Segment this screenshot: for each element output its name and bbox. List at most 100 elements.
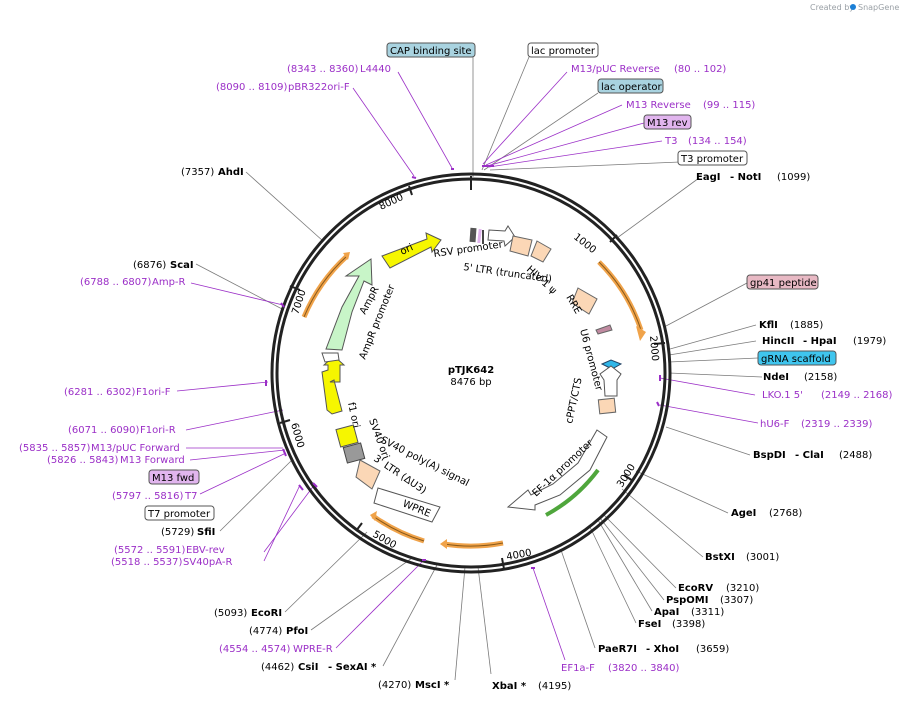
enzyme-xhoi-name: - XhoI [646,644,679,655]
enzyme-bstxi-name: BstXI [705,552,735,563]
primer-lines [176,71,759,661]
primer-t7-range: (5797 .. 5816) [112,491,184,502]
label-m13-rev: M13 rev [647,118,688,129]
primer-m13-forward-name: M13 Forward [120,455,185,466]
plasmid-size: 8476 bp [450,377,491,388]
green-orf-arc [545,468,600,517]
enzyme-xbai-pos: (4195) [538,681,571,692]
primer-f1ori-r-range: (6071 .. 6090) [68,425,140,436]
enzyme-bspdi-name: BspDI [753,450,786,461]
primer-pbr322ori-f-range: (8090 .. 8109) [216,82,288,93]
enzyme-pfoi-pos: (4774) [249,626,282,637]
enzyme-bstxi-pos: (3001) [746,552,779,563]
boxed-labels: CAP binding site lac promoter lac operat… [144,42,837,521]
enzyme-bspdi-pos: (2488) [839,450,872,461]
primer-m13-puc-reverse-name: M13/pUC Reverse [571,64,660,75]
enzyme-hincii-name: HincII [762,336,794,347]
enzyme-agei-name: AgeI [731,508,756,519]
enzyme-sfii-pos: (5729) [161,527,194,538]
enzyme-pfoi-name: PfoI [286,626,308,637]
feature-cppt-cts: cPPT/CTS [564,377,584,425]
primer-amp-r-name: Amp-R [152,277,186,288]
enzyme-hincii-pos: (1979) [853,336,886,347]
primer-t3-name: T3 [664,136,677,147]
created-by-text: Created by [810,3,854,12]
primer-m13-puc-forward-range: (5835 .. 5857) [19,443,91,454]
enzyme-scai-name: ScaI [170,260,194,271]
enzyme-ecorv-name: EcoRV [678,583,713,594]
enzyme-ndei-name: NdeI [763,372,789,383]
enzyme-ecori-pos: (5093) [214,608,247,619]
enzyme-msci-pos: (4270) [378,680,411,691]
primer-f1ori-f-name: F1ori-F [136,387,171,398]
primer-wpre-r-name: WPRE-R [293,644,333,655]
tick-label-2000: 2000 [647,335,660,361]
primer-m13-puc-forward-name: M13/pUC Forward [91,443,180,454]
enzyme-hpai-name: - HpaI [803,336,837,347]
primer-l4440-name: L4440 [360,64,391,75]
primer-ebv-rev-name: EBV-rev [186,545,225,556]
enzyme-ndei-pos: (2158) [804,372,837,383]
snapgene-logo-icon [850,4,856,10]
tick-marks [279,185,666,570]
enzyme-csii-name: CsiI [298,662,318,673]
enzyme-agei-pos: (2768) [769,508,802,519]
enzyme-sexai-name: - SexAI * [328,662,377,673]
primer-sv40pa-r-range: (5518 .. 5537) [111,557,183,568]
enzyme-fsei-name: FseI [638,619,661,630]
enzyme-pspomi-pos: (3307) [720,595,753,606]
enzyme-msci-name: MscI * [415,680,450,691]
label-cap-binding-site: CAP binding site [390,46,472,57]
feature-f1-ori: f1 ori [345,401,361,429]
primer-ticks [265,165,661,569]
enzyme-noti-name: - NotI [730,172,761,183]
primer-m13-reverse-range: (99 .. 115) [703,100,755,111]
enzyme-paer7i-pos: (3659) [696,644,729,655]
enzyme-labels: EagI - NotI (1099) KflI (1885) HincII - … [133,167,886,692]
primer-hu6-f-name: hU6-F [760,419,790,430]
primer-labels: (8343 .. 8360) L4440 (8090 .. 8109) pBR3… [19,64,893,674]
enzyme-kfli-pos: (1885) [790,320,823,331]
tick-label-4000: 4000 [506,548,533,563]
enzyme-ahdi-pos: (7357) [181,167,214,178]
label-gp41-peptide: gp41 peptide [750,278,817,289]
label-m13-fwd: M13 fwd [152,473,194,484]
primer-f1ori-r-name: F1ori-R [140,425,176,436]
label-lac-promoter: lac promoter [531,46,596,57]
primer-lko1-range: (2149 .. 2168) [821,390,893,401]
primer-t7-name: T7 [184,491,197,502]
enzyme-eagi-name: EagI [696,172,720,183]
enzyme-ahdi-name: AhdI [218,167,244,178]
enzyme-fsei-pos: (3398) [672,619,705,630]
enzyme-ecori-name: EcoRI [251,608,282,619]
enzyme-apai-pos: (3311) [691,607,724,618]
feature-ori: ori [399,242,415,257]
enzyme-xbai-name: XbaI * [492,681,527,692]
primer-sv40pa-r-name: SV40pA-R [183,557,232,568]
label-grna-scaffold: gRNA scaffold [761,354,831,365]
enzyme-apai-name: ApaI [654,607,679,618]
connector-lines [195,56,763,681]
primer-pbr322ori-f-name: pBR322ori-F [288,82,350,93]
primer-m13-reverse-name: M13 Reverse [626,100,691,111]
primer-f1ori-f-range: (6281 .. 6302) [64,387,136,398]
primer-wpre-r-range: (4554 .. 4574) [219,644,291,655]
brand-text: SnapGene [858,3,899,12]
primer-m13-puc-reverse-range: (80 .. 102) [674,64,726,75]
primer-ef1a-f-range: (3820 .. 3840) [608,663,680,674]
primer-lko1-name: LKO.1 5' [762,390,803,401]
backbone-outer [270,172,672,574]
primer-amp-r-range: (6788 .. 6807) [80,277,152,288]
enzyme-sfii-name: SfiI [197,527,215,538]
orf-arrowheads [343,252,646,549]
enzyme-eagi-pos: (1099) [777,172,810,183]
enzyme-clai-name: - ClaI [795,450,824,461]
enzyme-paer7i-name: PaeR7I [598,644,637,655]
label-t3-promoter: T3 promoter [680,154,744,165]
enzyme-csii-pos: (4462) [261,662,294,673]
primer-ebv-rev-range: (5572 .. 5591) [114,545,186,556]
feature-shapes [321,225,623,523]
enzyme-ecorv-pos: (3210) [726,583,759,594]
enzyme-kfli-name: KflI [759,320,778,331]
